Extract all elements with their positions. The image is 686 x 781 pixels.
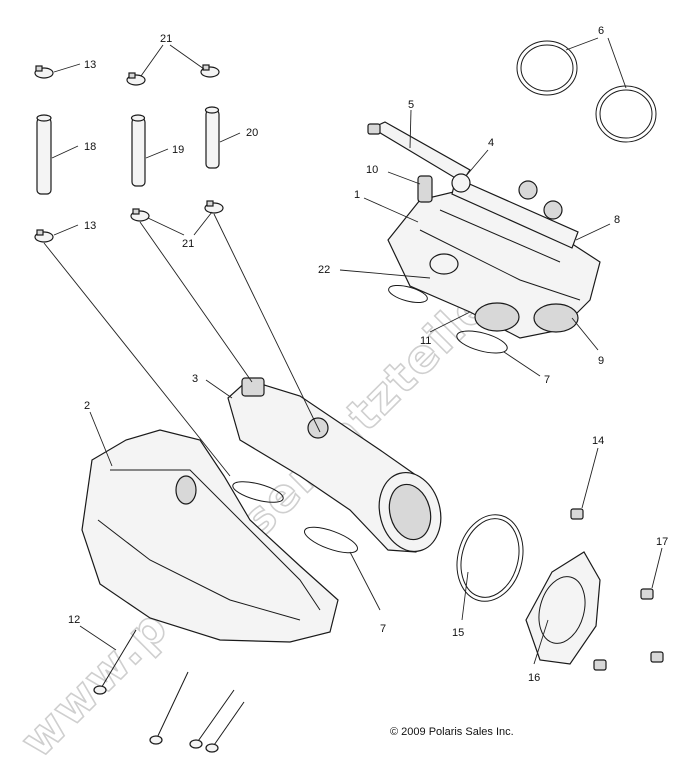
callout-2: 2 bbox=[84, 400, 90, 412]
screw-17-b bbox=[593, 659, 607, 671]
callout-4: 4 bbox=[488, 137, 494, 149]
clamp-13-top bbox=[34, 65, 54, 79]
callout-8: 8 bbox=[614, 214, 620, 226]
screw-17-c bbox=[650, 651, 664, 663]
bolt-12 bbox=[93, 629, 137, 695]
o-ring-7-upper bbox=[456, 330, 508, 354]
callout-16: 16 bbox=[528, 672, 540, 684]
callout-11: 11 bbox=[420, 335, 431, 347]
leader-lines bbox=[43, 37, 663, 665]
callout-12: 12 bbox=[68, 614, 80, 626]
bolt-12-b bbox=[149, 671, 189, 745]
gasket-7-lower-b bbox=[304, 526, 358, 554]
callout-14: 14 bbox=[592, 435, 604, 447]
callout-13-bottom: 13 bbox=[84, 220, 96, 232]
clamp-21-right-top bbox=[200, 64, 220, 78]
callouts: 13 21 18 19 20 13 21 5 4 6 10 1 8 22 11 … bbox=[68, 25, 668, 684]
clamp-21-left-top bbox=[126, 72, 146, 86]
callout-19: 19 bbox=[172, 144, 184, 156]
clamp-21-right-bottom bbox=[204, 200, 224, 214]
gasket-7-lower-a bbox=[232, 481, 284, 503]
copyright-text: © 2009 Polaris Sales Inc. bbox=[390, 726, 514, 738]
adapter-plate-16 bbox=[525, 551, 601, 665]
bolt-12-d bbox=[205, 701, 245, 753]
hose-19 bbox=[130, 114, 146, 187]
bolt-12-c bbox=[189, 689, 235, 749]
o-ring-15 bbox=[456, 514, 524, 602]
callout-13-top: 13 bbox=[84, 59, 96, 71]
hose-20 bbox=[204, 106, 220, 169]
callout-20: 20 bbox=[246, 127, 258, 139]
callout-21-top: 21 bbox=[160, 33, 172, 45]
plenum-2 bbox=[81, 429, 339, 643]
screw-17-a bbox=[640, 588, 654, 600]
callout-9: 9 bbox=[598, 355, 604, 367]
o-ring-6-right bbox=[595, 85, 657, 143]
pressure-regulator-4 bbox=[451, 173, 471, 193]
callout-21-bottom: 21 bbox=[182, 238, 194, 250]
callout-10: 10 bbox=[366, 164, 378, 176]
injector-10 bbox=[417, 175, 433, 203]
hose-18 bbox=[36, 114, 52, 195]
callout-5: 5 bbox=[408, 99, 414, 111]
callout-3: 3 bbox=[192, 373, 198, 385]
callout-7-lower: 7 bbox=[380, 623, 386, 635]
throttle-body-assembly-1 bbox=[387, 187, 601, 339]
callout-7-upper: 7 bbox=[544, 374, 550, 386]
callout-15: 15 bbox=[452, 627, 464, 639]
callout-17: 17 bbox=[656, 536, 668, 548]
callout-18: 18 bbox=[84, 141, 96, 153]
callout-1: 1 bbox=[354, 189, 360, 201]
screw-14 bbox=[570, 508, 584, 520]
gasket-11 bbox=[388, 284, 428, 304]
callout-22: 22 bbox=[318, 264, 330, 276]
clamp-13-bottom bbox=[34, 229, 54, 243]
callout-6: 6 bbox=[598, 25, 604, 37]
o-ring-6-left bbox=[516, 40, 578, 96]
clamp-21-left-bottom bbox=[130, 208, 150, 222]
fuel-rail-5 bbox=[367, 121, 471, 183]
